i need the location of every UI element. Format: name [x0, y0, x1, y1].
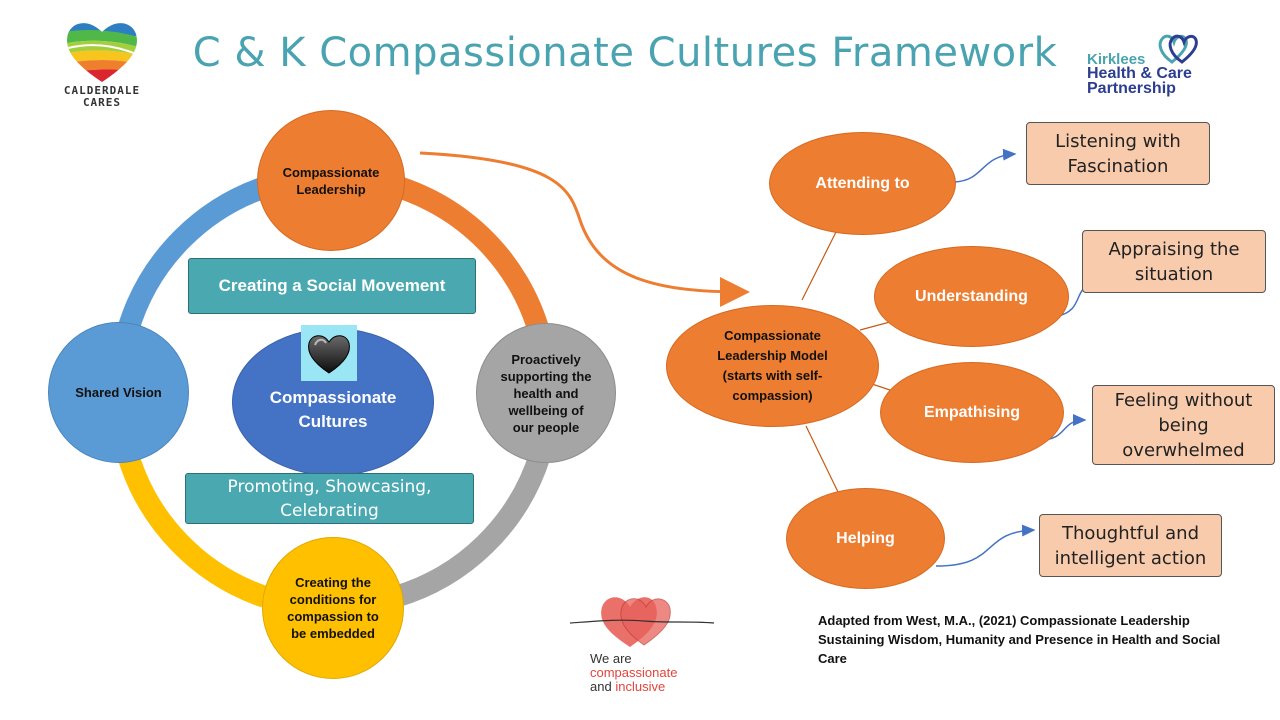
understanding-node: Understanding	[874, 246, 1069, 347]
ring-segment-yellow	[117, 451, 269, 608]
understanding-label: Understanding	[915, 287, 1028, 305]
heart-icon-box	[301, 325, 357, 381]
outcome-feeling: Feeling without being overwhelmed	[1092, 385, 1275, 465]
spoke-empathising	[871, 383, 891, 391]
outcome-appraising-label: Appraising the situation	[1108, 238, 1240, 285]
outcome-listening: Listening with Fascination	[1026, 122, 1210, 185]
compassionate-leadership-label: Compassionate Leadership	[282, 164, 380, 197]
proactively-supporting-node: Proactively supporting the health and we…	[476, 323, 616, 463]
compassionate-inclusive-badge: We are compassionate and inclusive	[568, 585, 718, 697]
outcome-thoughtful-label: Thoughtful and intelligent action	[1054, 522, 1207, 569]
badge-line1: We are	[590, 651, 632, 666]
attending-to-node: Attending to	[769, 132, 956, 235]
outcome-thoughtful: Thoughtful and intelligent action	[1039, 514, 1222, 577]
leadership-model-hub: Compassionate Leadership Model (starts w…	[666, 305, 879, 427]
ring-segment-blue	[117, 173, 279, 334]
kirklees-logo-line2: Health & Care	[1087, 65, 1192, 82]
promoting-label: Promoting, Showcasing, Celebrating	[227, 476, 432, 521]
double-heart-badge-icon	[569, 597, 715, 647]
leadership-model-label: Compassionate Leadership Model (starts w…	[717, 328, 828, 403]
shared-vision-node: Shared Vision	[48, 322, 189, 463]
spoke-understanding	[859, 321, 891, 331]
outcome-appraising: Appraising the situation	[1082, 230, 1266, 293]
proactively-supporting-label: Proactively supporting the health and we…	[500, 351, 592, 435]
calderdale-logo-line2: CARES	[82, 96, 122, 109]
ring-segment-orange	[377, 171, 551, 338]
compassionate-cultures-label: Compassionate Cultures	[269, 388, 397, 431]
social-movement-box: Creating a Social Movement	[188, 258, 476, 314]
kirklees-logo-line1: Kirklees	[1087, 51, 1146, 68]
creating-conditions-label: Creating the conditions for compassion t…	[287, 575, 379, 641]
helping-node: Helping	[786, 488, 945, 589]
reference-citation: Adapted from West, M.A., (2021) Compassi…	[818, 613, 1221, 666]
spoke-attending	[801, 231, 837, 301]
ring-segment-grey	[391, 451, 551, 608]
badge-line3-inclusive: inclusive	[615, 679, 666, 694]
leadership-to-model-arrow	[419, 151, 750, 307]
heart-logo-icon	[67, 23, 137, 82]
calderdale-logo-line1: CALDERDALE	[63, 84, 141, 97]
promoting-box: Promoting, Showcasing, Celebrating	[185, 473, 474, 524]
compassionate-leadership-node: Compassionate Leadership	[257, 110, 405, 251]
spoke-helping	[805, 425, 839, 493]
creating-conditions-node: Creating the conditions for compassion t…	[262, 537, 404, 679]
page-title: C & K Compassionate Cultures Framework	[192, 30, 1058, 76]
social-movement-label: Creating a Social Movement	[218, 276, 446, 295]
empathising-node: Empathising	[880, 362, 1064, 463]
empathising-label: Empathising	[923, 403, 1020, 421]
double-heart-icon	[1158, 34, 1198, 64]
badge-line2: compassionate	[590, 665, 678, 680]
outcome-feeling-label: Feeling without being overwhelmed	[1114, 389, 1253, 461]
attending-to-label: Attending to	[815, 174, 910, 192]
outcome-listening-label: Listening with Fascination	[1055, 130, 1181, 177]
calderdale-cares-logo: CALDERDALE CARES	[62, 18, 142, 109]
shared-vision-label: Shared Vision	[75, 385, 162, 400]
badge-line3-and: and	[590, 679, 612, 694]
kirklees-logo: Kirklees Health & Care Partnership	[1086, 32, 1226, 102]
arrow-to-thoughtful	[935, 524, 1036, 567]
arrow-to-listening	[954, 148, 1017, 183]
kirklees-logo-line3: Partnership	[1087, 80, 1176, 97]
heart-icon	[308, 335, 350, 374]
badge-line3: and inclusive	[590, 679, 665, 694]
helping-label: Helping	[836, 529, 895, 547]
